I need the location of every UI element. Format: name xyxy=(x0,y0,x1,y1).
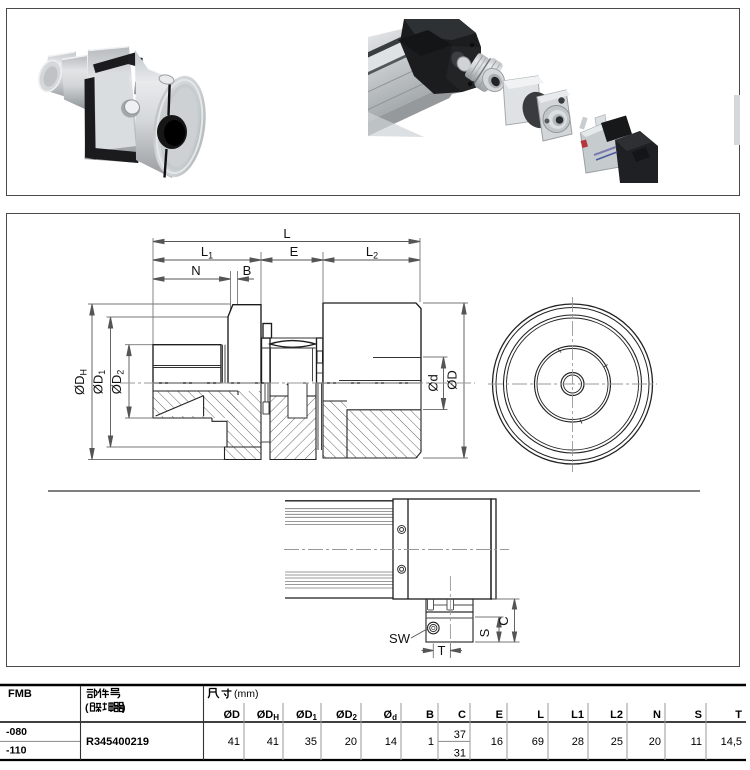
svg-text:35: 35 xyxy=(305,736,317,748)
svg-text:L: L xyxy=(537,709,544,721)
svg-text:20: 20 xyxy=(649,736,661,748)
svg-text:ØD1: ØD1 xyxy=(91,370,108,395)
svg-text:B: B xyxy=(243,263,252,278)
svg-text:ØDH: ØDH xyxy=(72,369,89,395)
svg-text:11: 11 xyxy=(691,736,702,748)
svg-text:20: 20 xyxy=(345,736,357,748)
svg-text:FMB: FMB xyxy=(8,688,32,700)
svg-text:41: 41 xyxy=(228,736,240,748)
svg-text:Ød: Ød xyxy=(384,709,398,722)
svg-text:L1: L1 xyxy=(201,244,213,261)
svg-text:25: 25 xyxy=(611,736,623,748)
svg-text:L1: L1 xyxy=(571,709,584,721)
svg-text:): ) xyxy=(122,702,126,714)
svg-text:ØD2: ØD2 xyxy=(336,709,358,722)
svg-text:(: ( xyxy=(85,702,89,714)
svg-text:E: E xyxy=(290,244,299,259)
svg-text:L2: L2 xyxy=(366,244,378,261)
svg-text:41: 41 xyxy=(267,736,279,748)
svg-text:N: N xyxy=(653,709,661,721)
svg-text:14,5: 14,5 xyxy=(721,736,742,748)
svg-text:28: 28 xyxy=(572,736,584,748)
svg-text:L2: L2 xyxy=(610,709,623,721)
svg-text:C: C xyxy=(458,709,466,721)
svg-text:(mm): (mm) xyxy=(234,688,259,700)
svg-text:C: C xyxy=(496,616,511,625)
svg-text:B: B xyxy=(426,709,434,721)
svg-text:N: N xyxy=(191,263,200,278)
svg-text:ØDH: ØDH xyxy=(257,709,280,722)
svg-text:-110: -110 xyxy=(6,745,27,757)
svg-text:T: T xyxy=(735,709,742,721)
svg-text:ØD: ØD xyxy=(224,709,241,721)
svg-text:14: 14 xyxy=(385,736,397,748)
svg-text:T: T xyxy=(438,643,446,658)
svg-text:69: 69 xyxy=(532,736,544,748)
svg-text:S: S xyxy=(477,628,492,637)
svg-text:-080: -080 xyxy=(6,726,27,738)
svg-text:ØD: ØD xyxy=(445,370,460,390)
svg-text:16: 16 xyxy=(491,736,503,748)
svg-text:R345400219: R345400219 xyxy=(86,736,149,748)
svg-text:L: L xyxy=(283,226,290,241)
svg-text:ØD1: ØD1 xyxy=(296,709,318,722)
svg-text:1: 1 xyxy=(428,736,434,748)
svg-text:S: S xyxy=(695,709,702,721)
svg-text:31: 31 xyxy=(454,748,466,760)
svg-text:E: E xyxy=(496,709,503,721)
svg-text:ØD2: ØD2 xyxy=(109,370,126,395)
svg-text:SW: SW xyxy=(389,631,411,646)
svg-text:37: 37 xyxy=(454,729,466,741)
